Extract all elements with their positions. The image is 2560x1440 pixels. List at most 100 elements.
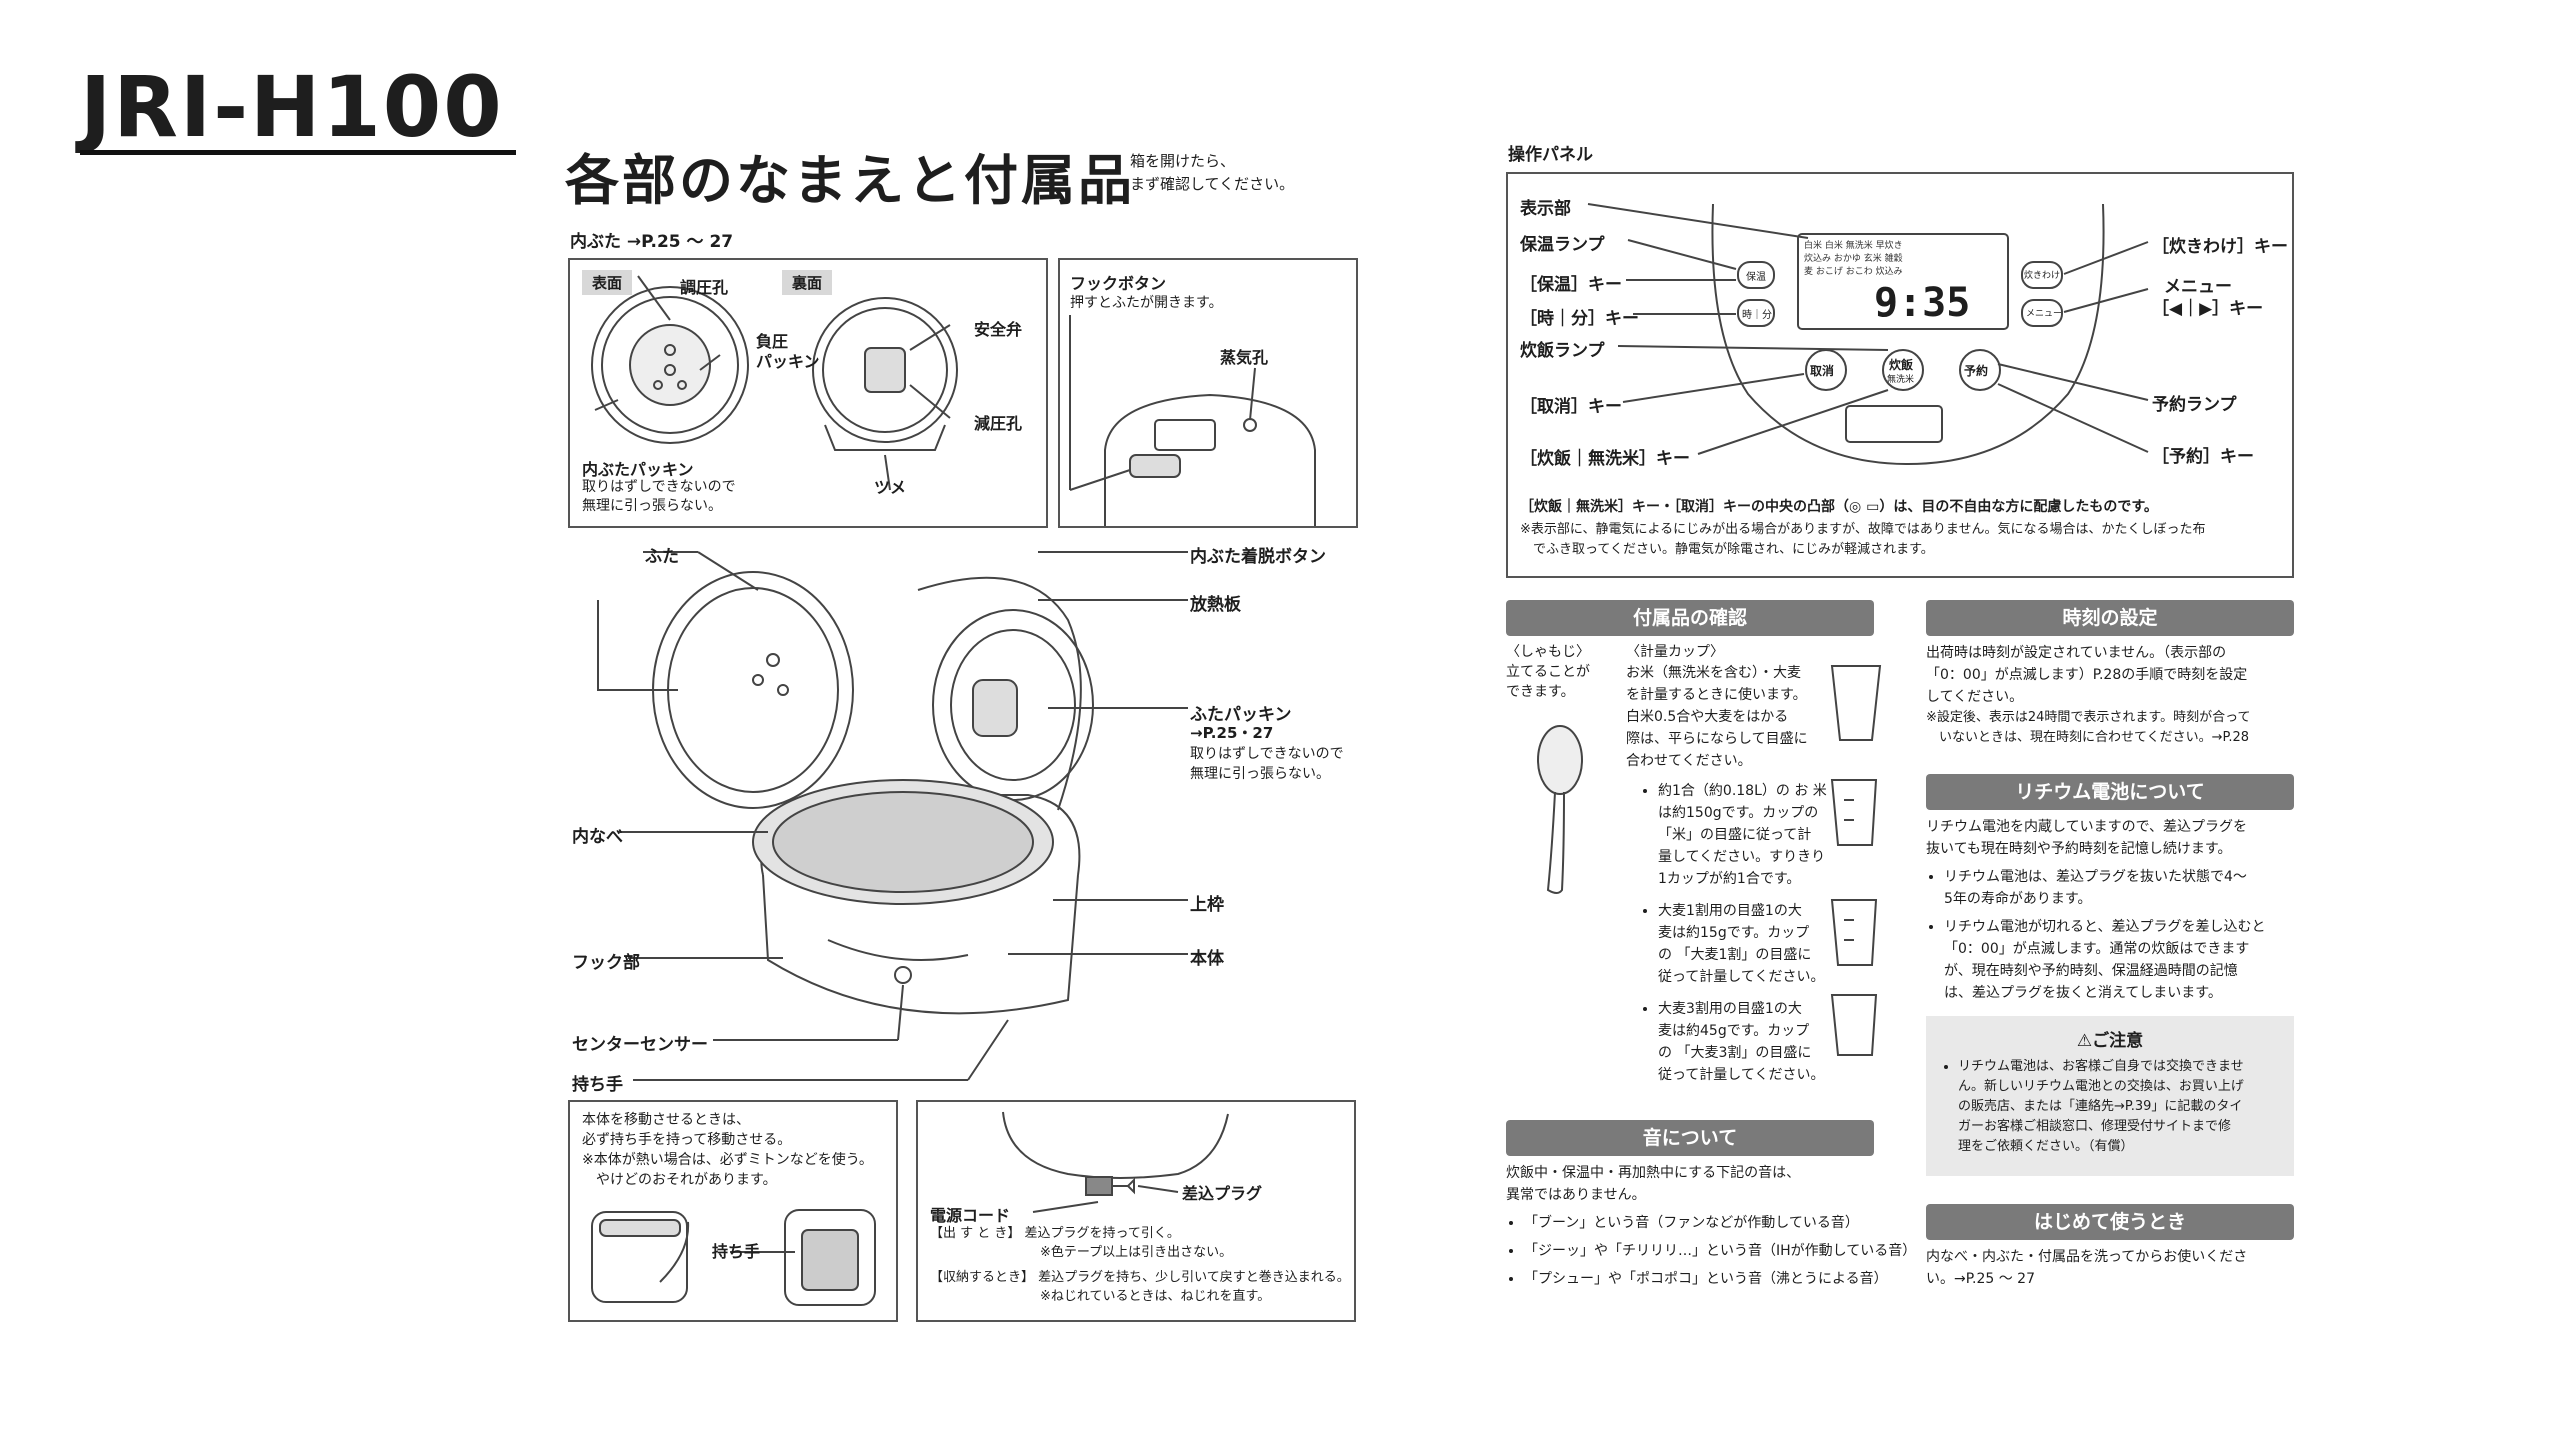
hour-minute-key[interactable]: 時｜分 <box>1742 310 1772 321</box>
label-heat-plate: 放熱板 <box>1190 595 1241 615</box>
move-illustration <box>591 1209 876 1306</box>
spatula-text: 立てることが できます。 <box>1506 664 1590 700</box>
panel-note-small: ※表示部に、静電気によるにじみが出る場合がありますが、故障ではありません。気にな… <box>1520 522 2206 557</box>
clock-text: 出荷時は時刻が設定されていません。（表示部の 「0：00」が点滅します）P.28… <box>1926 645 2248 705</box>
label-keep-warm-key: ［保温］キー <box>1520 275 1622 295</box>
clock-bar: 時刻の設定 <box>1926 600 2294 636</box>
cord-box: 差込プラグ 電源コード 【出 す と き】 差込プラグを持って引く。 ※色テープ… <box>916 1100 1356 1322</box>
cord-illustration <box>1002 1111 1229 1213</box>
battery-text: リチウム電池を内蔵していますので、差込プラグを 抜いても現在時刻や予約時刻を記憶… <box>1926 819 2248 857</box>
first-use-bar: はじめて使うとき <box>1926 1204 2294 1240</box>
rice-cooker-illustration <box>597 551 1188 1081</box>
label-innerlid-packing: 内ぶたパッキン <box>582 460 694 479</box>
store-key: 【収納するとき】 <box>930 1270 1035 1285</box>
move-label-handle: 持ち手 <box>712 1242 761 1261</box>
label-inner-pot: 内なべ <box>572 827 623 847</box>
label-handle: 持ち手 <box>572 1075 623 1095</box>
cup-item-barley-30: 大麦3割用の目盛1の大 麦は約45gです。カップ の 「大麦3割」の目盛に 従っ… <box>1658 998 1827 1086</box>
clock-note: ※設定後、表示は24時間で表示されます。時刻が合って いないときは、現在時刻に合… <box>1926 710 2251 745</box>
label-cook-lamp: 炊飯ランプ <box>1520 341 1605 361</box>
accessories-bar: 付属品の確認 <box>1506 600 1874 636</box>
cord-instructions: 【出 す と き】 差込プラグを持って引く。 ※色テープ以上は引き出さない。 【… <box>930 1224 1350 1306</box>
label-lid-packing: ふたパッキン <box>1190 705 1292 725</box>
label-center-sensor: センターセンサー <box>572 1035 708 1055</box>
sound-item-ih: 「ジーッ」や「チリリリ…」という音（IHが作動している音） <box>1524 1240 1916 1262</box>
label-safety-valve: 安全弁 <box>974 320 1023 339</box>
innerlid-illustration <box>591 275 958 491</box>
sound-bar: 音について <box>1506 1120 1874 1156</box>
label-reserve-lamp: 予約ランプ <box>2152 395 2237 415</box>
store-text: 差込プラグを持ち、少し引いて戻すと巻き込まれる。 <box>1038 1270 1350 1285</box>
panel-note-bold: ［炊飯｜無洗米］キー・［取消］キーの中央の凸部（◎ ▭）は、目の不自由な方に配慮… <box>1520 499 2158 515</box>
label-arrow-key: ［◀｜▶］キー <box>2152 299 2264 319</box>
note-innerlid-packing: 取りはずしできないので 無理に引っ張らない。 <box>582 479 736 514</box>
label-cancel-key: ［取消］キー <box>1520 397 1622 417</box>
label-hook-part: フック部 <box>572 953 640 973</box>
label-upper-frame: 上枠 <box>1190 895 1224 915</box>
battery-items: リチウム電池は、差込プラグを抜いた状態で4～ 5年の寿命があります。 リチウム電… <box>1926 866 2265 1010</box>
display-time: 9:35 <box>1874 280 1971 326</box>
label-lid-packing-ref: →P.25・27 <box>1190 724 1274 742</box>
control-panel-illustration <box>1587 203 2149 466</box>
keep-warm-key[interactable]: 保温 <box>1746 272 1766 283</box>
label-claw: ツメ <box>874 478 907 497</box>
title-note-line-2: まず確認してください。 <box>1130 175 1295 193</box>
move-box: 本体を移動させるときは、 必ず持ち手を持って移動させる。 ※本体が熱い場合は、必… <box>568 1100 898 1322</box>
menu-key[interactable]: メニュー <box>2026 309 2063 319</box>
label-plug: 差込プラグ <box>1182 1184 1263 1203</box>
cancel-key[interactable]: 取消 <box>1810 364 1835 378</box>
pull-text: 差込プラグを持って引く。 <box>1024 1226 1180 1241</box>
label-hour-minute-key: ［時｜分］キー <box>1520 309 1639 329</box>
tag-back: 裏面 <box>782 270 833 295</box>
innerlid-box: 表面 裏面 調圧孔 負圧 パッキン 安全弁 減圧孔 ツメ 内ぶたパッキン 取りは… <box>568 258 1048 528</box>
label-lid: ふた <box>645 547 679 567</box>
select-cook-key[interactable]: 炊きわけ <box>2024 271 2061 281</box>
hook-box: フックボタン 押すとふたが開きます。 蒸気孔 <box>1058 258 1358 528</box>
cup-name: 〈計量カップ〉 <box>1626 644 1724 660</box>
sound-item-fan: 「ブーン」という音（ファンなどが作動している音） <box>1524 1212 1916 1234</box>
label-reserve-key: ［予約］キー <box>2152 447 2254 467</box>
label-cord: 電源コード <box>930 1206 1011 1225</box>
note-lid-packing: 取りはずしできないので 無理に引っ張らない。 <box>1190 746 1344 782</box>
battery-caution: ⚠ご注意 リチウム電池は、お客様ご自身では交換できませ ん。新しいリチウム電池と… <box>1926 1016 2294 1176</box>
innerlid-heading: 内ぶた →P.25 ～ 27 <box>570 232 734 252</box>
label-innerlid-release: 内ぶた着脱ボタン <box>1190 547 1326 567</box>
title-note: 箱を開けたら、 まず確認してください。 <box>1130 150 1294 196</box>
model-underline <box>80 150 516 155</box>
sound-items: 「ブーン」という音（ファンなどが作動している音） 「ジーッ」や「チリリリ…」とい… <box>1506 1212 1916 1296</box>
battery-item-depleted: リチウム電池が切れると、差込プラグを差し込むと 「0：00」が点滅します。通常の… <box>1944 916 2265 1004</box>
cup-item-barley-10: 大麦1割用の目盛1の大 麦は約15gです。カップ の 「大麦1割」の目盛に 従っ… <box>1658 900 1827 988</box>
cup-item-rice: 約1合（約0.18L）の お 米 は約150gです。カップの 「米」の目盛に従っ… <box>1658 780 1827 890</box>
label-menu: メニュー <box>2164 277 2232 297</box>
model-number: JRI-H100 <box>80 58 504 156</box>
cup-items: 約1合（約0.18L）の お 米 は約150gです。カップの 「米」の目盛に従っ… <box>1640 780 1827 1092</box>
spatula-name: 〈しゃもじ〉 <box>1506 644 1590 660</box>
first-use-text: 内なべ・内ぶた・付属品を洗ってからお使いくださ い。→P.25 ～ 27 <box>1926 1249 2248 1287</box>
store-note: ※ねじれているときは、ねじれを直す。 <box>1040 1289 1271 1304</box>
page-title: 各部のなまえと付属品 <box>565 149 1135 212</box>
caution-text: リチウム電池は、お客様ご自身では交換できませ ん。新しいリチウム電池との交換は、… <box>1958 1057 2280 1157</box>
control-panel-box: 白米 白米 無洗米 早炊き 炊込み おかゆ 玄米 雑穀 麦 おこげ おこわ 炊込… <box>1506 172 2294 578</box>
panel-heading: 操作パネル <box>1508 145 1593 165</box>
label-negative-packing: 負圧 パッキン <box>756 332 820 371</box>
sound-item-boil: 「プシュー」や「ポコポコ」という音（沸とうによる音） <box>1524 1268 1916 1290</box>
reserve-key[interactable]: 予約 <box>1964 364 1989 378</box>
label-body: 本体 <box>1190 949 1224 969</box>
measuring-cup-illustration <box>1830 665 1882 1056</box>
pull-key: 【出 す と き】 <box>930 1226 1021 1241</box>
label-display: 表示部 <box>1520 199 1571 219</box>
spatula-illustration <box>1537 725 1583 894</box>
display-menu: 白米 白米 無洗米 早炊き 炊込み おかゆ 玄米 雑穀 麦 おこげ おこわ 炊込… <box>1804 241 1903 277</box>
battery-item-life: リチウム電池は、差込プラグを抜いた状態で4～ 5年の寿命があります。 <box>1944 866 2265 910</box>
hook-illustration <box>1069 315 1316 526</box>
label-steam-hole: 蒸気孔 <box>1220 348 1269 367</box>
label-pressure-hole: 調圧孔 <box>680 278 729 297</box>
label-select-cook-key: ［炊きわけ］キー <box>2152 237 2288 257</box>
pull-note: ※色テープ以上は引き出さない。 <box>1040 1245 1233 1260</box>
cook-key[interactable]: 炊飯 <box>1889 358 1914 372</box>
cook-key-sub: 無洗米 <box>1887 375 1915 385</box>
label-decompress-hole: 減圧孔 <box>974 414 1023 433</box>
sound-text: 炊飯中・保温中・再加熱中にする下記の音は、 異常ではありません。 <box>1506 1165 1801 1203</box>
tag-front: 表面 <box>582 270 633 295</box>
battery-bar: リチウム電池について <box>1926 774 2294 810</box>
